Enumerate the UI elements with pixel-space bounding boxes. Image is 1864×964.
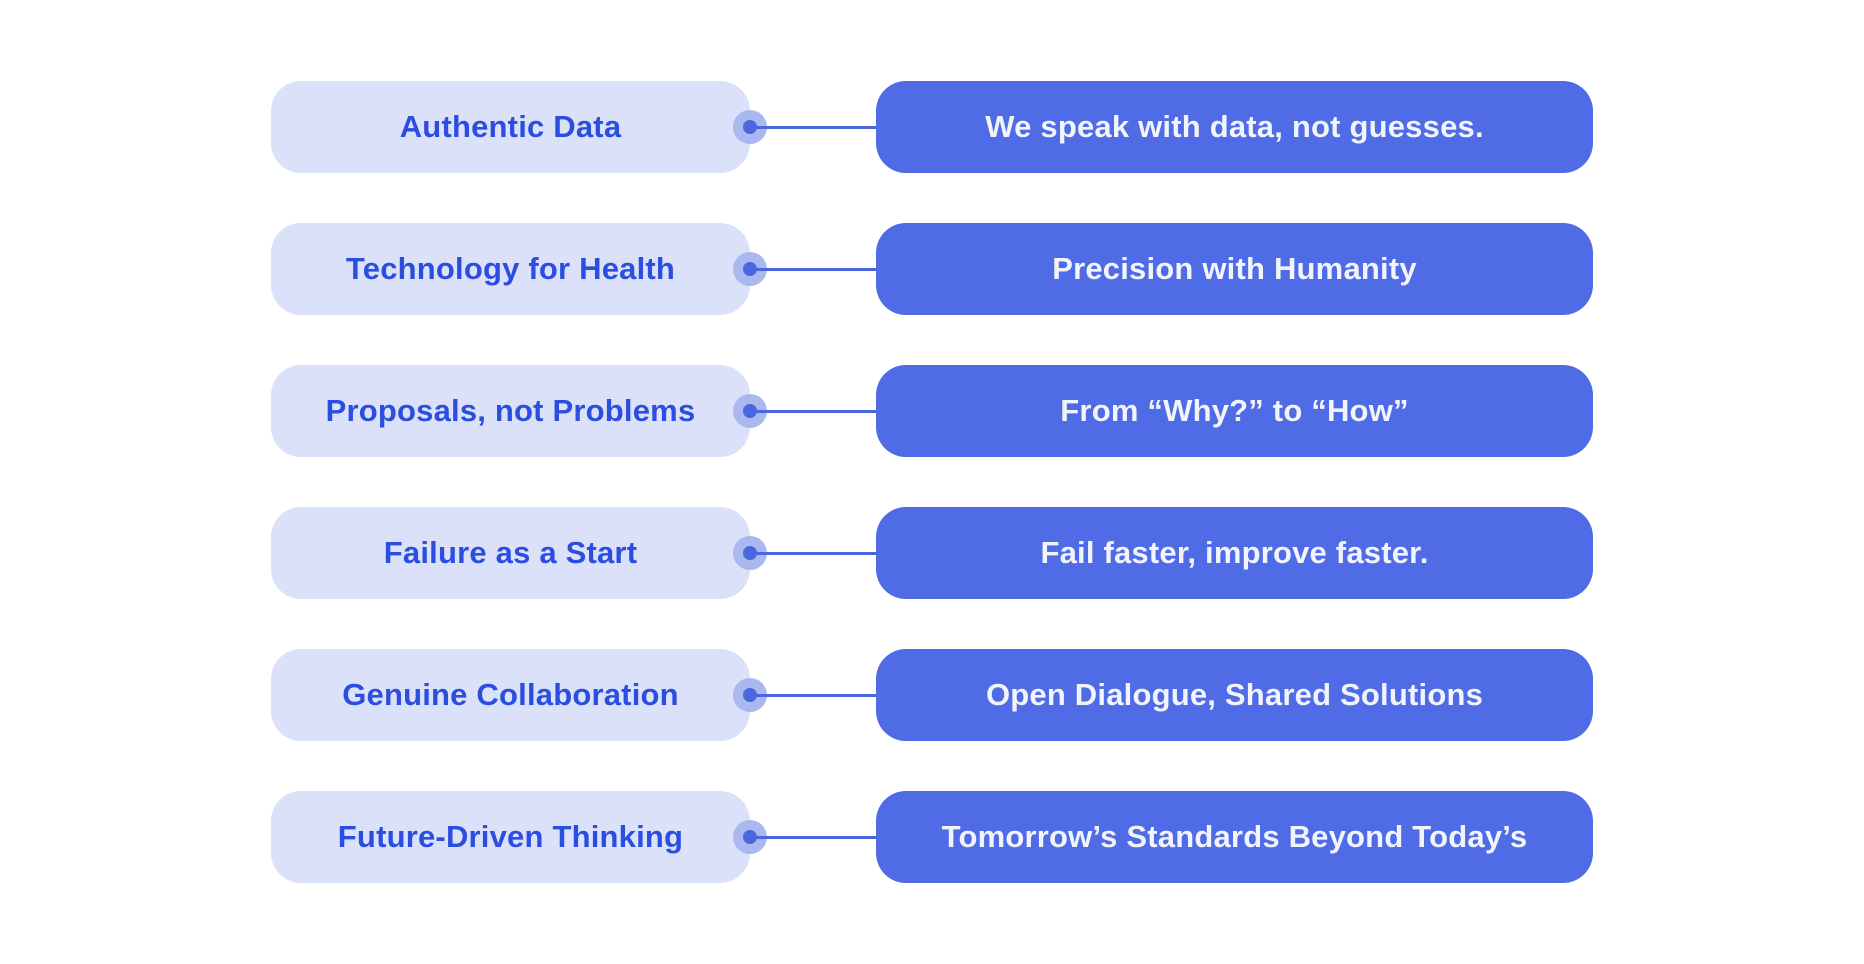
value-row: Failure as a Start Fail faster, improve … — [271, 507, 1593, 599]
value-name-label: Technology for Health — [345, 251, 676, 286]
value-row: Authentic Data We speak with data, not g… — [271, 81, 1593, 173]
connector-line — [750, 551, 876, 555]
value-name-label: Genuine Collaboration — [342, 677, 679, 712]
connector-dot — [743, 830, 757, 844]
connector-line — [750, 693, 876, 697]
value-name-label: Authentic Data — [399, 109, 622, 144]
value-description-label: We speak with data, not guesses. — [985, 109, 1484, 144]
connector — [733, 507, 876, 599]
connector-dot — [743, 262, 757, 276]
connector — [733, 223, 876, 315]
value-name-pill: Failure as a Start — [271, 507, 750, 599]
connector-line — [750, 125, 876, 129]
value-description-label: Tomorrow’s Standards Beyond Today’s — [941, 819, 1528, 854]
value-name-pill: Technology for Health — [271, 223, 750, 315]
value-description-pill: Fail faster, improve faster. — [876, 507, 1593, 599]
value-row: Future-Driven Thinking Tomorrow’s Standa… — [271, 791, 1593, 883]
value-description-label: From “Why?” to “How” — [1060, 393, 1409, 428]
connector — [733, 365, 876, 457]
value-description-label: Precision with Humanity — [1052, 251, 1417, 286]
value-name-label: Failure as a Start — [383, 535, 638, 570]
connector — [733, 791, 876, 883]
value-name-pill: Authentic Data — [271, 81, 750, 173]
connector-line — [750, 835, 876, 839]
value-name-pill: Proposals, not Problems — [271, 365, 750, 457]
value-name-pill: Future-Driven Thinking — [271, 791, 750, 883]
connector-dot — [743, 404, 757, 418]
connector-line — [750, 409, 876, 413]
value-row: Genuine Collaboration Open Dialogue, Sha… — [271, 649, 1593, 741]
connector — [733, 81, 876, 173]
value-description-pill: Tomorrow’s Standards Beyond Today’s — [876, 791, 1593, 883]
rows-container: Authentic Data We speak with data, not g… — [271, 81, 1593, 883]
connector — [733, 649, 876, 741]
value-row: Proposals, not Problems From “Why?” to “… — [271, 365, 1593, 457]
connector-dot — [743, 546, 757, 560]
value-description-label: Open Dialogue, Shared Solutions — [985, 677, 1484, 712]
value-description-pill: We speak with data, not guesses. — [876, 81, 1593, 173]
value-description-pill: Open Dialogue, Shared Solutions — [876, 649, 1593, 741]
value-name-label: Proposals, not Problems — [325, 393, 696, 428]
connector-dot — [743, 688, 757, 702]
value-name-pill: Genuine Collaboration — [271, 649, 750, 741]
value-row: Technology for Health Precision with Hum… — [271, 223, 1593, 315]
value-description-pill: From “Why?” to “How” — [876, 365, 1593, 457]
value-name-label: Future-Driven Thinking — [337, 819, 684, 854]
value-description-label: Fail faster, improve faster. — [1040, 535, 1429, 570]
value-description-pill: Precision with Humanity — [876, 223, 1593, 315]
connector-dot — [743, 120, 757, 134]
connector-line — [750, 267, 876, 271]
